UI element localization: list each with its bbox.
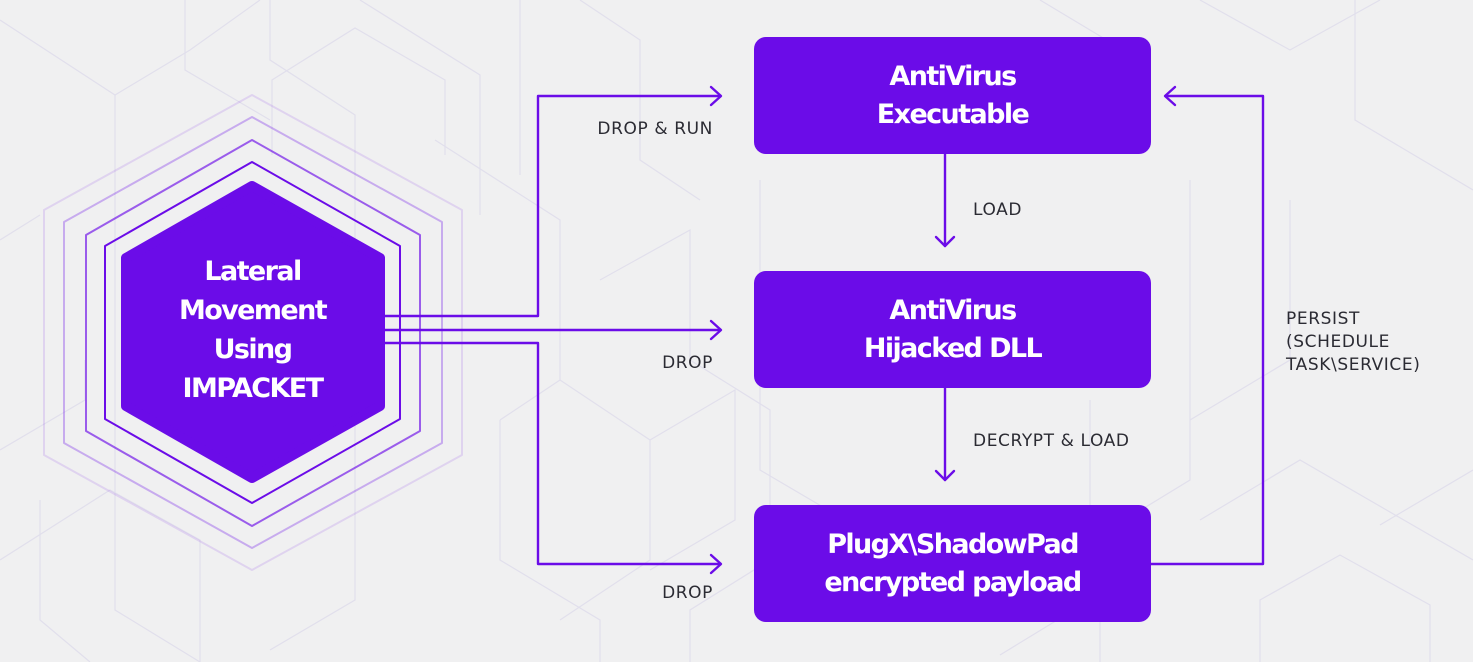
bg-hex-line [0, 489, 201, 662]
bg-hex-line [1189, 200, 1291, 421]
edge-decrypt-load-arrowhead [934, 469, 956, 482]
hex-ring-4 [63, 116, 443, 549]
bg-hex-line [271, 27, 446, 155]
bg-hex-line [599, 228, 691, 360]
bg-hex-line [0, 214, 41, 241]
bg-hex-line [499, 420, 601, 662]
bg-hex-line [39, 500, 91, 662]
source-line-2: Movement [178, 295, 328, 326]
node-antivirus-executable: AntiVirus Executable [754, 37, 1151, 154]
hex-ring-2 [104, 161, 401, 504]
edge-drop-payload-line [378, 341, 722, 566]
node-line: AntiVirus [889, 60, 1017, 92]
persist-line-3: TASK\SERVICE) [1286, 355, 1421, 375]
persist-line-1: PERSIST [1286, 309, 1360, 329]
bg-hex-line [1199, 459, 1473, 561]
edge-persist-line [1149, 94, 1265, 566]
edge-label-drop-payload: DROP [662, 583, 713, 603]
hex-ring-outer [43, 94, 463, 571]
bg-hex-line [114, 95, 201, 662]
hex-ring-3 [85, 139, 421, 527]
bg-hex-line [184, 0, 271, 121]
source-line-4: IMPACKET [182, 373, 325, 404]
edge-label-load: LOAD [973, 200, 1023, 220]
source-node-label: Lateral Movement Using IMPACKET [125, 250, 380, 410]
edge-persist-arrowhead [1163, 85, 1177, 107]
bg-hex-line [559, 379, 651, 621]
edge-label-decrypt-load: DECRYPT & LOAD [973, 431, 1130, 451]
node-line: Hijacked DLL [863, 332, 1043, 364]
source-line-1: Lateral [204, 256, 302, 287]
bg-hex-line [269, 0, 356, 651]
bg-hex-line [1259, 554, 1431, 662]
node-line: PlugX\ShadowPad [827, 528, 1079, 560]
bg-hex-line [0, 0, 261, 96]
source-hexagon [121, 181, 385, 483]
edge-label-persist: PERSIST (SCHEDULE TASK\SERVICE) [1286, 308, 1420, 377]
edge-drop-run-line [378, 94, 722, 318]
edge-drop-run-arrowhead [709, 85, 723, 107]
node-antivirus-hijacked-dll: AntiVirus Hijacked DLL [754, 271, 1151, 388]
edge-drop-payload-arrowhead [709, 553, 723, 575]
edge-label-drop-dll: DROP [662, 353, 713, 373]
bg-hex-line [579, 0, 701, 201]
bg-hex-line [649, 388, 736, 571]
source-line-3: Using [213, 334, 293, 365]
persist-line-2: (SCHEDULE [1286, 332, 1390, 352]
bg-hex-line [1199, 0, 1381, 51]
node-encrypted-payload: PlugX\ShadowPad encrypted payload [754, 505, 1151, 622]
node-line: encrypted payload [824, 566, 1082, 598]
edge-drop-dll-arrowhead [709, 319, 723, 341]
node-line: AntiVirus [889, 294, 1017, 326]
bg-hex-line [1354, 0, 1473, 191]
bg-hex-line [1379, 469, 1473, 526]
node-line: Executable [876, 98, 1030, 130]
bg-hex-line [434, 139, 561, 421]
edge-label-drop-run: DROP & RUN [597, 119, 713, 139]
edge-load-arrowhead [934, 235, 956, 248]
